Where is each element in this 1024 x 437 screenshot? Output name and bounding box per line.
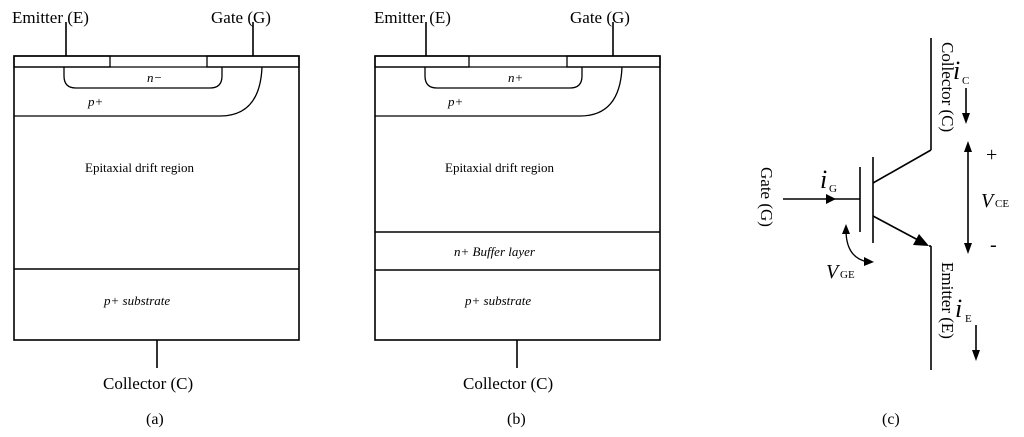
vge-subscript: GE xyxy=(840,269,855,281)
n-region-label-a: n− xyxy=(147,70,162,85)
emitter-contact-b xyxy=(374,55,470,68)
vge-symbol: V xyxy=(826,261,841,283)
gate-label-c: Gate (G) xyxy=(757,167,776,227)
gate-label-a: Gate (G) xyxy=(211,8,271,27)
n-region-label-b: n+ xyxy=(508,70,523,85)
substrate-label-a: p+ substrate xyxy=(103,293,170,308)
p-region-label-b: p+ xyxy=(447,94,463,109)
ie-arrowhead xyxy=(972,350,980,361)
caption-c: (c) xyxy=(882,411,900,428)
ig-symbol: i xyxy=(820,165,827,194)
n-region-b xyxy=(424,67,583,89)
emitter-arrowhead xyxy=(913,234,929,246)
vce-arrowhead-bottom xyxy=(964,243,972,254)
ig-arrowhead xyxy=(826,194,836,204)
panel-a: Emitter (E) Gate (G) n− p+ Epitaxial dri… xyxy=(12,8,300,428)
caption-a: (a) xyxy=(146,411,164,428)
vce-symbol: V xyxy=(981,190,996,212)
ie-symbol: i xyxy=(955,294,962,323)
collector-label-a: Collector (C) xyxy=(103,374,193,393)
ig-subscript: G xyxy=(829,183,837,195)
drift-region-label-b: Epitaxial drift region xyxy=(445,160,555,175)
vge-arrowhead-bottom xyxy=(864,257,874,266)
ic-arrowhead xyxy=(962,113,970,124)
emitter-contact-a xyxy=(13,55,111,68)
emitter-label-b: Emitter (E) xyxy=(374,8,451,27)
collector-label-b: Collector (C) xyxy=(463,374,553,393)
vce-arrowhead-top xyxy=(964,141,972,152)
vce-plus: + xyxy=(986,144,997,166)
ic-subscript: C xyxy=(962,75,969,87)
emitter-label-c: Emitter (E) xyxy=(938,262,957,339)
vce-minus: - xyxy=(990,234,997,256)
collector-diagonal xyxy=(872,149,932,184)
caption-b: (b) xyxy=(507,411,526,428)
ie-subscript: E xyxy=(965,313,972,325)
p-region-b xyxy=(375,66,623,117)
gate-contact-b xyxy=(566,55,661,68)
emitter-diagonal xyxy=(872,215,919,241)
vge-arrowhead-left xyxy=(842,224,850,234)
gate-contact-a xyxy=(206,55,300,68)
buffer-layer-label-b: n+ Buffer layer xyxy=(454,244,536,259)
n-region-a xyxy=(63,67,223,89)
emitter-label-a: Emitter (E) xyxy=(12,8,89,27)
ic-symbol: i xyxy=(953,56,960,85)
panel-c: Collector (C) Emitter (E) Gate (G) i C i… xyxy=(757,38,1009,428)
p-region-a xyxy=(14,66,263,117)
p-region-label-a: p+ xyxy=(87,94,103,109)
gate-label-b: Gate (G) xyxy=(570,8,630,27)
collector-label-c: Collector (C) xyxy=(938,42,957,132)
substrate-label-b: p+ substrate xyxy=(464,293,531,308)
drift-region-label-a: Epitaxial drift region xyxy=(85,160,195,175)
vce-subscript: CE xyxy=(995,198,1009,210)
panel-b: Emitter (E) Gate (G) n+ p+ Epitaxial dri… xyxy=(374,8,661,428)
vge-curved-arrow xyxy=(845,229,869,263)
